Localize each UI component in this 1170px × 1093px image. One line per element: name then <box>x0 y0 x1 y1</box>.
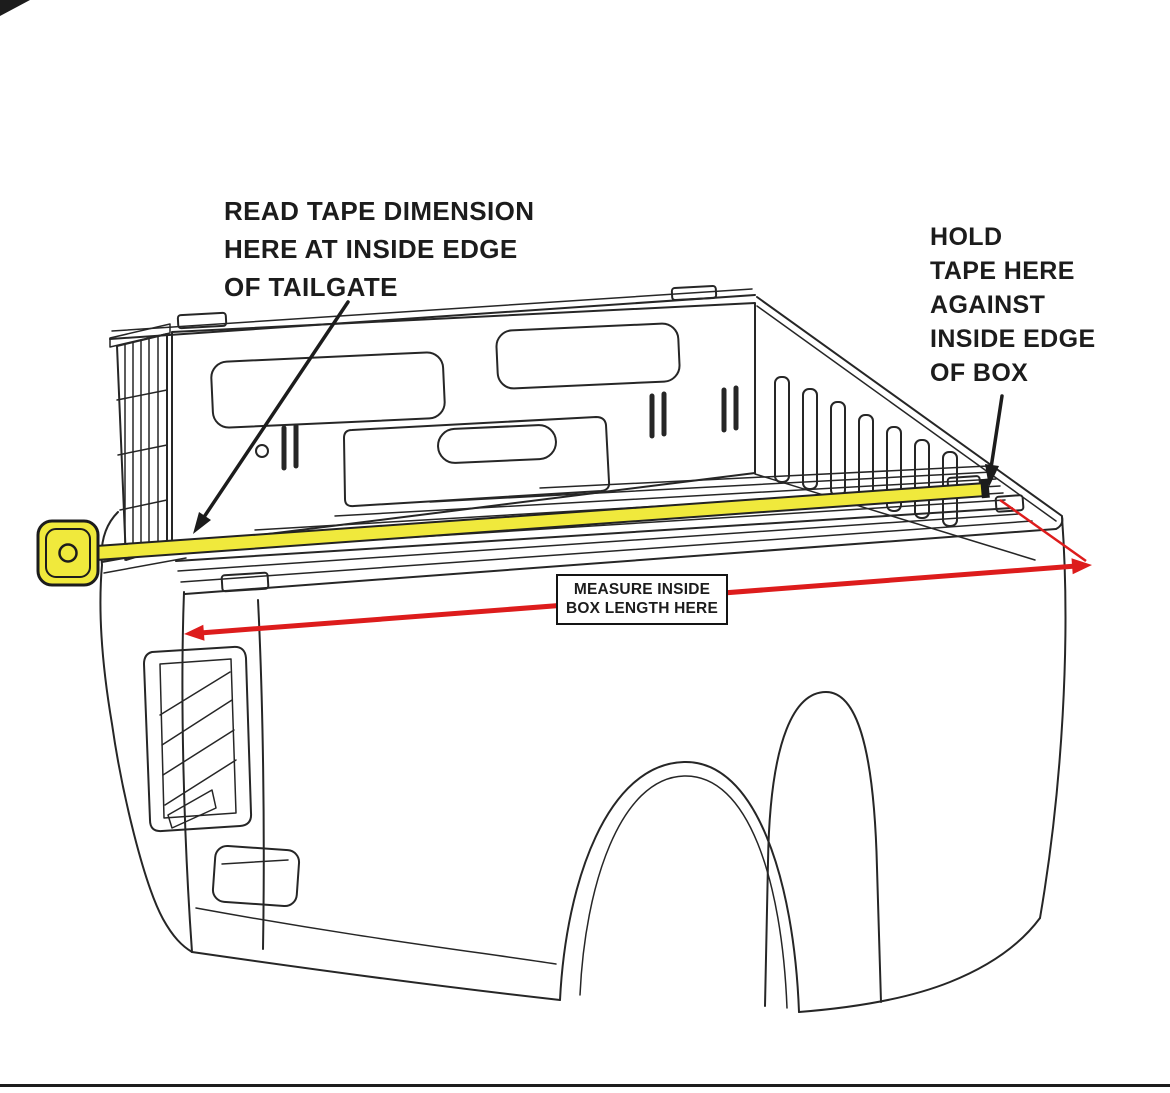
annotation-hold-tape-line5: OF BOX <box>930 359 1029 387</box>
callout-arrowhead-hold-tape <box>985 464 999 487</box>
callout-line-read-tape <box>198 300 350 525</box>
corner-seam <box>257 599 265 950</box>
annotation-hold-tape-line1: HOLD <box>930 223 1003 251</box>
annotation-read-tape: READ TAPE DIMENSION HERE AT INSIDE EDGE … <box>224 192 534 306</box>
tape-end-hook <box>980 478 990 499</box>
annotation-read-tape-line1: READ TAPE DIMENSION <box>224 196 535 226</box>
measure-label-line2: BOX LENGTH HERE <box>566 600 718 617</box>
wheel-arch-near-inner <box>579 775 788 1009</box>
panel-bottom-left <box>191 951 561 1001</box>
wheel-arch-near <box>559 760 800 1013</box>
wheel-arch-far <box>764 691 882 1007</box>
body-crease <box>195 907 557 965</box>
tailgate-handle-recess <box>343 416 611 508</box>
left-wall-grid <box>109 323 171 561</box>
annotation-read-tape-line2: HERE AT INSIDE EDGE <box>224 234 518 264</box>
bottom-rule <box>0 1084 1170 1087</box>
panel-bottom-right <box>798 917 1041 1013</box>
tape-measure <box>36 478 990 587</box>
taillight <box>143 645 253 833</box>
annotation-hold-tape-line4: INSIDE EDGE <box>930 325 1096 353</box>
annotation-hold-tape-line2: TAPE HERE <box>930 257 1075 285</box>
rear-face <box>99 511 301 953</box>
annotation-hold-tape: HOLD TAPE HERE AGAINST INSIDE EDGE OF BO… <box>930 220 1096 390</box>
tailgate-handle <box>437 424 557 464</box>
tie-down-cleats <box>281 385 739 471</box>
panel-right-edge <box>1039 516 1067 919</box>
measure-label-line1: MEASURE INSIDE <box>573 581 711 598</box>
callout-arrows <box>193 300 1004 534</box>
measure-label-box: MEASURE INSIDE BOX LENGTH HERE <box>556 574 728 625</box>
annotation-read-tape-line3: OF TAILGATE <box>224 272 398 302</box>
rail-stake-pocket <box>220 571 270 593</box>
callout-line-hold-tape <box>989 394 1004 470</box>
tailgate-panel <box>171 302 756 547</box>
tailgate-top-edge <box>109 285 756 340</box>
truck-bed-drawing <box>99 285 1067 1013</box>
tape-reel-icon <box>58 543 78 563</box>
tape-measure-body <box>36 519 100 587</box>
arrowhead-left <box>184 624 205 641</box>
tape-measure-body-inner <box>45 528 91 578</box>
panel-left-edge <box>181 591 193 953</box>
front-stake-pocket-2 <box>994 494 1025 513</box>
corner-mark <box>0 0 30 16</box>
callout-arrowhead-read-tape <box>193 512 211 534</box>
measurement-extension-line <box>999 498 1087 563</box>
annotation-hold-tape-line3: AGAINST <box>930 291 1046 319</box>
outer-body <box>181 516 1067 1013</box>
arrowhead-right <box>1071 558 1092 575</box>
bumper-step <box>211 844 301 908</box>
